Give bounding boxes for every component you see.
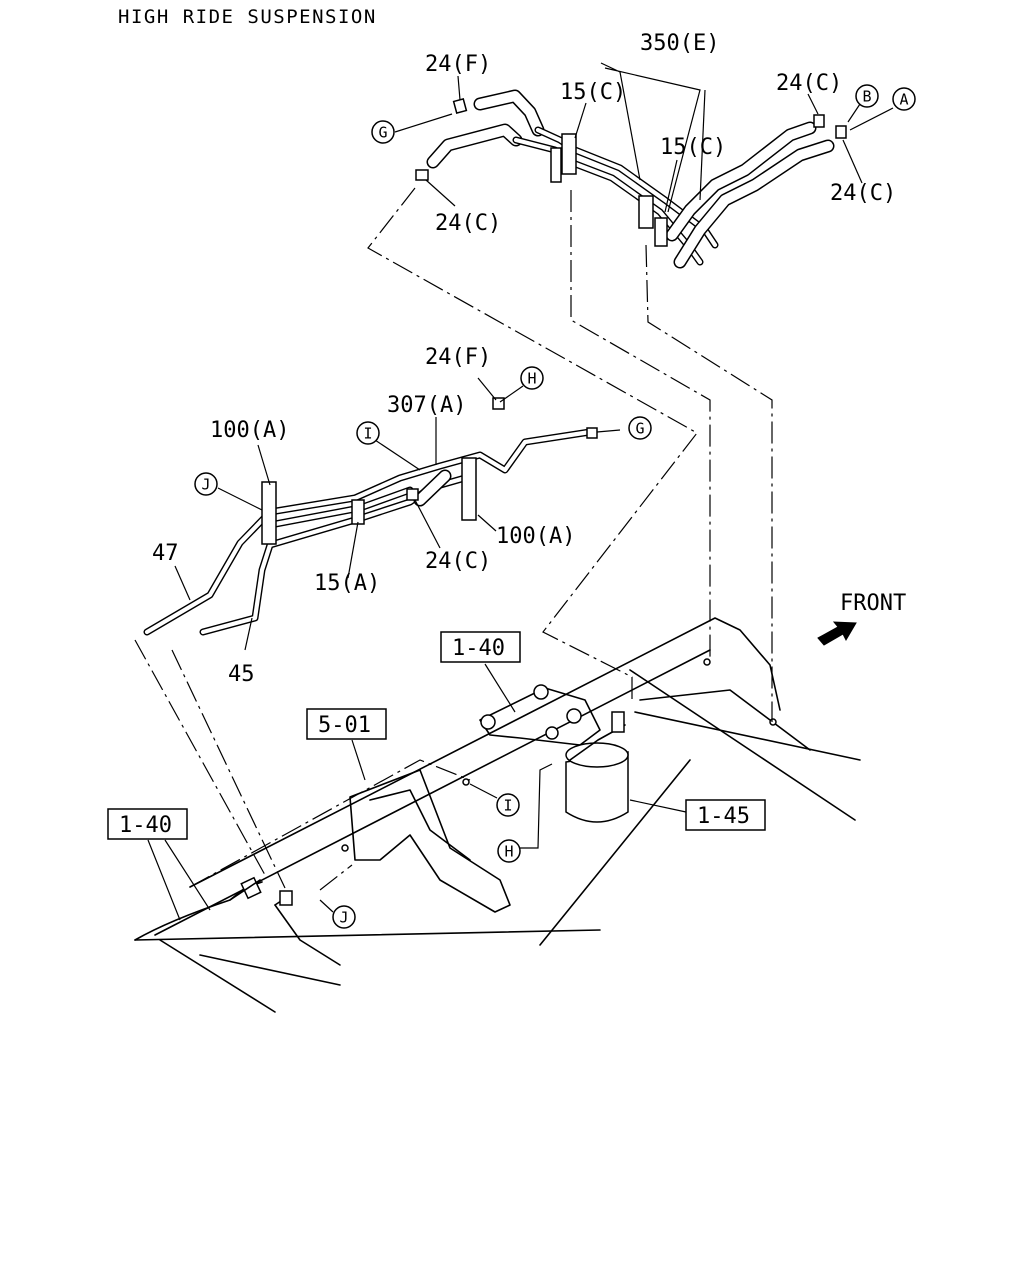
ref-box-1-40-b-label: 1-40 <box>119 813 172 838</box>
part-labels: 24(F) 350(E) 15(C) 15(C) 24(C) 24(C) 24(… <box>152 31 896 687</box>
connector-g-mid: G <box>628 416 652 440</box>
svg-text:G: G <box>378 124 387 142</box>
ref-box-1-45: 1-45 <box>685 799 766 831</box>
connector-h-top: H <box>520 366 544 390</box>
svg-text:H: H <box>527 370 536 388</box>
label-100a-left: 100(A) <box>210 418 289 443</box>
label-15a: 15(A) <box>314 571 380 596</box>
label-24c-mid: 24(C) <box>425 549 491 574</box>
label-100a-right: 100(A) <box>496 524 575 549</box>
svg-text:B: B <box>862 88 871 106</box>
ref-box-5-01: 5-01 <box>306 708 387 740</box>
reference-lines <box>134 187 773 891</box>
svg-text:I: I <box>363 425 372 443</box>
label-24c-left: 24(C) <box>435 211 501 236</box>
label-24f-top: 24(F) <box>425 52 491 77</box>
label-24c-top-right: 24(C) <box>776 71 842 96</box>
ref-box-1-40-a: 1-40 <box>440 631 521 663</box>
ref-box-5-01-label: 5-01 <box>318 713 371 738</box>
label-24c-right: 24(C) <box>830 181 896 206</box>
chassis-frame <box>134 617 861 1013</box>
label-45: 45 <box>228 662 255 687</box>
label-47: 47 <box>152 541 179 566</box>
connector-i-bottom: I <box>496 793 520 817</box>
front-indicator: FRONT <box>817 591 906 646</box>
svg-text:I: I <box>503 797 512 815</box>
connector-g-top: G <box>371 120 395 144</box>
label-307a: 307(A) <box>387 393 466 418</box>
leader-lines <box>147 62 894 921</box>
connector-b: B <box>855 84 879 108</box>
svg-text:A: A <box>899 91 908 109</box>
connector-h-bottom: H <box>497 839 521 863</box>
connector-a: A <box>892 87 916 111</box>
front-arrow-icon <box>817 621 857 646</box>
svg-text:J: J <box>339 909 348 927</box>
front-label: FRONT <box>840 591 906 616</box>
svg-text:H: H <box>504 843 513 861</box>
label-24f-mid: 24(F) <box>425 345 491 370</box>
ref-box-1-40-b: 1-40 <box>107 808 188 840</box>
diagram-title: HIGH RIDE SUSPENSION <box>118 6 377 28</box>
label-350e: 350(E) <box>640 31 719 56</box>
connector-j-top: J <box>194 472 218 496</box>
svg-text:G: G <box>635 420 644 438</box>
connector-j-bottom: J <box>332 905 356 929</box>
svg-text:J: J <box>201 476 210 494</box>
connector-i-top: I <box>356 421 380 445</box>
upper-hose-assembly <box>415 89 847 269</box>
middle-pipe-assembly <box>143 397 598 636</box>
ref-box-1-40-a-label: 1-40 <box>452 636 505 661</box>
ref-box-1-45-label: 1-45 <box>697 804 750 829</box>
label-15c-a: 15(C) <box>560 80 626 105</box>
label-15c-b: 15(C) <box>660 135 726 160</box>
